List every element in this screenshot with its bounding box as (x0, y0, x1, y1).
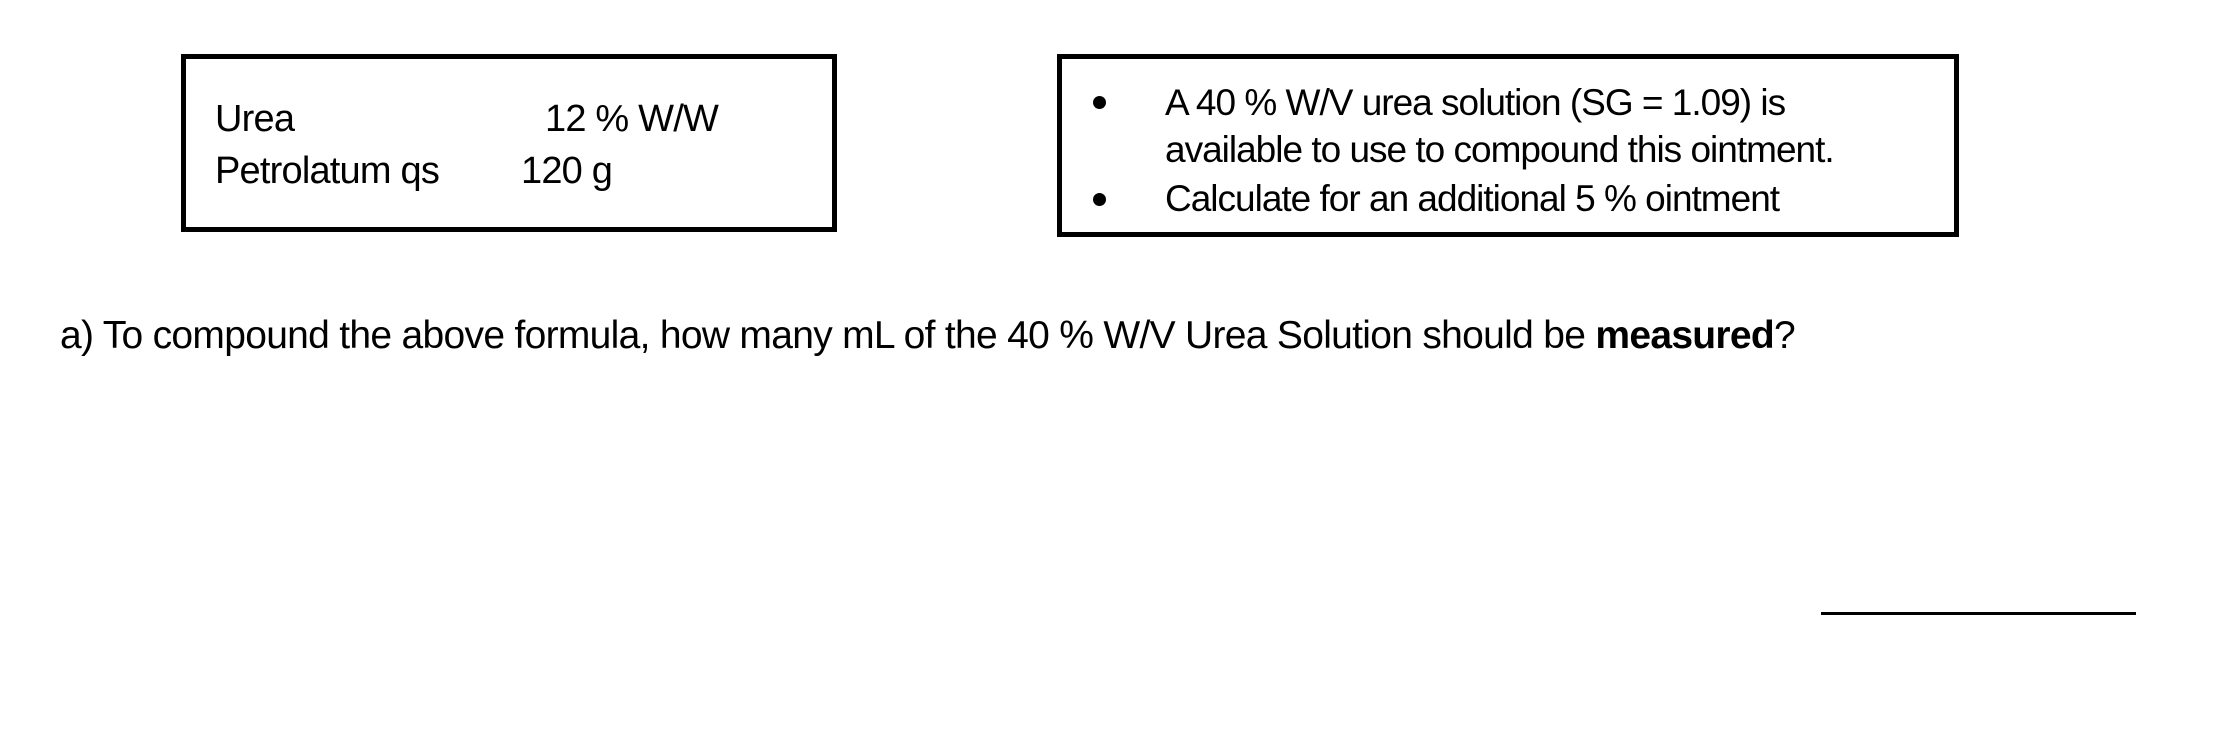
ingredient-urea: Urea (215, 98, 295, 140)
amount-urea: 12 % W/W (545, 98, 719, 140)
answer-blank-line[interactable] (1821, 612, 2136, 615)
bullet-icon (1093, 96, 1106, 109)
question-suffix: ? (1774, 314, 1796, 357)
note-line: available to use to compound this ointme… (1165, 129, 1835, 170)
ingredient-petrolatum: Petrolatum qs (215, 150, 440, 192)
question-emphasis: measured (1595, 314, 1775, 357)
note-line: Calculate for an additional 5 % ointment (1165, 178, 1780, 219)
question-text: a) To compound the above formula, how ma… (60, 314, 1796, 358)
note-line: A 40 % W/V urea solution (SG = 1.09) is (1165, 82, 1786, 123)
question-prefix: a) To compound the above formula, how ma… (60, 314, 1596, 357)
amount-petrolatum: 120 g (521, 150, 613, 192)
bullet-icon (1093, 193, 1106, 206)
formula-box (181, 54, 837, 232)
notes-box (1057, 54, 1959, 237)
